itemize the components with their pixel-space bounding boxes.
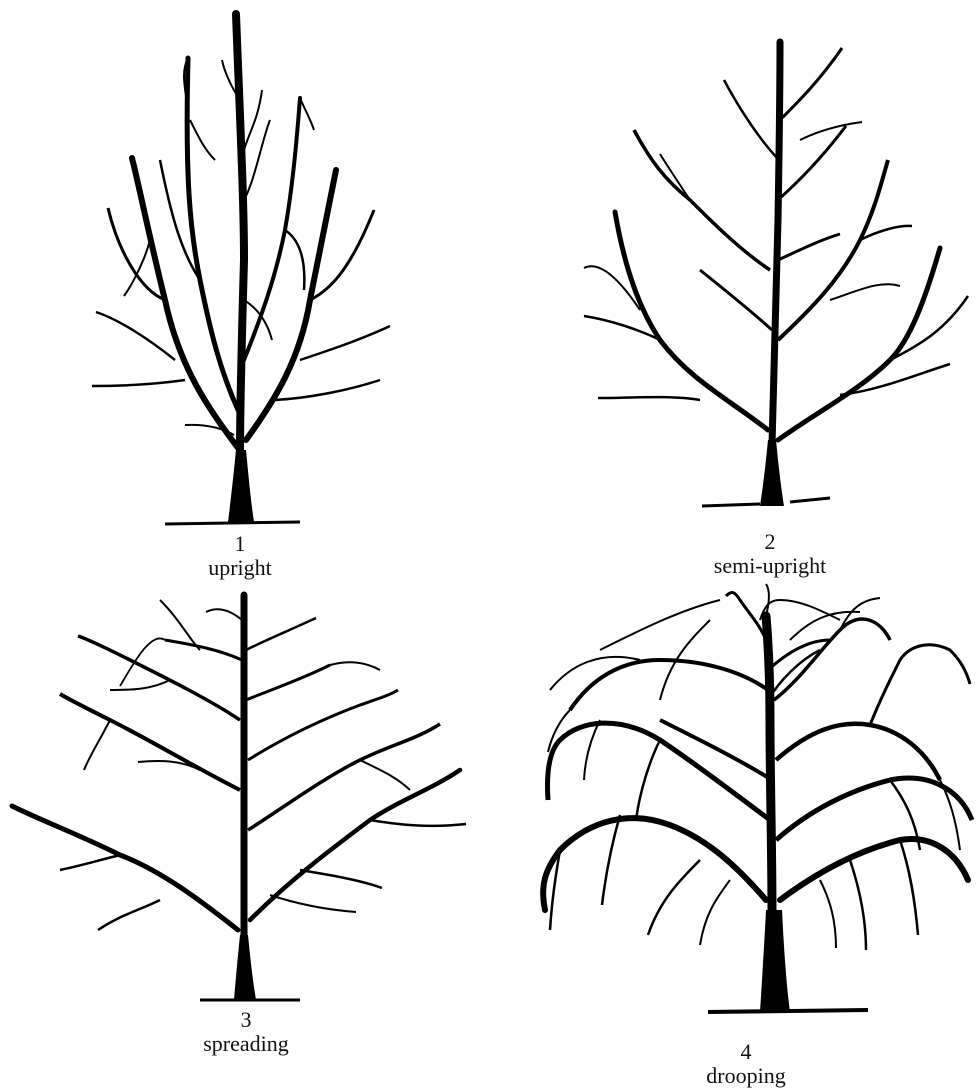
tree-number-3: 3 — [240, 1007, 252, 1032]
tree-name-semi-upright: semi-upright — [713, 553, 827, 578]
tree-name-upright: upright — [208, 555, 272, 580]
drooping-tree-drawing — [540, 583, 975, 1014]
tree-name-drooping: drooping — [706, 1063, 786, 1088]
tree-number-4: 4 — [740, 1039, 752, 1064]
spreading-tree-drawing — [9, 591, 467, 1002]
semi-upright-tree-drawing — [583, 38, 970, 508]
tree-number-1: 1 — [234, 531, 246, 556]
tree-number-2: 2 — [764, 529, 776, 554]
tree-name-spreading: spreading — [203, 1031, 289, 1056]
upright-tree-drawing — [91, 10, 391, 526]
